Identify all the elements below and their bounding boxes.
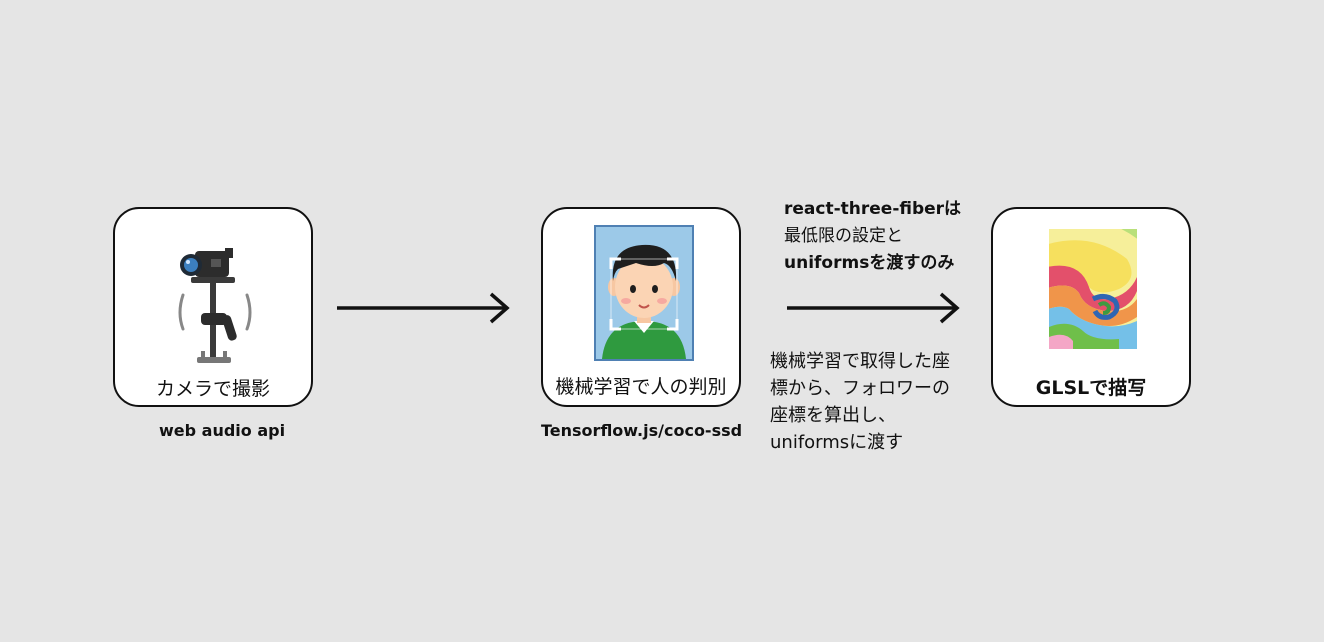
note-react-three-fiber: react-three-fiberは 最低限の設定と uniformsを渡すのみ <box>784 196 961 277</box>
note-bottom-line: 座標を算出し、 <box>770 405 896 426</box>
note-bottom-line: uniformsに渡す <box>770 432 904 453</box>
step-camera-label: カメラで撮影 <box>155 378 270 400</box>
note-coordinates: 機械学習で取得した座 標から、フォロワーの 座標を算出し、 uniformsに渡… <box>770 348 950 456</box>
note-top-line: 最低限の設定と <box>784 226 903 246</box>
note-top-line: uniformsを渡すのみ <box>784 253 955 273</box>
step-ml-card: 機械学習で人の判別 <box>541 207 741 407</box>
arrow-camera-to-ml <box>337 290 513 326</box>
swirl-shader-icon <box>1049 229 1137 349</box>
arrow-ml-to-glsl <box>787 290 963 326</box>
step-glsl-label: GLSLで描写 <box>1035 377 1147 399</box>
face-detection-icon <box>594 225 694 361</box>
note-top-line: react-three-fiberは <box>784 199 962 219</box>
step-ml-caption: Tensorflow.js/coco-ssd <box>541 421 743 440</box>
step-camera-card: カメラで撮影 <box>113 207 313 407</box>
note-bottom-line: 機械学習で取得した座 <box>770 351 950 372</box>
note-bottom-line: 標から、フォロワーの <box>770 378 950 399</box>
step-ml-label: 機械学習で人の判別 <box>555 376 727 398</box>
step-glsl-card: GLSLで描写 <box>991 207 1191 407</box>
camera-stabilizer-icon <box>167 245 263 367</box>
step-camera-caption: web audio api <box>159 421 286 440</box>
